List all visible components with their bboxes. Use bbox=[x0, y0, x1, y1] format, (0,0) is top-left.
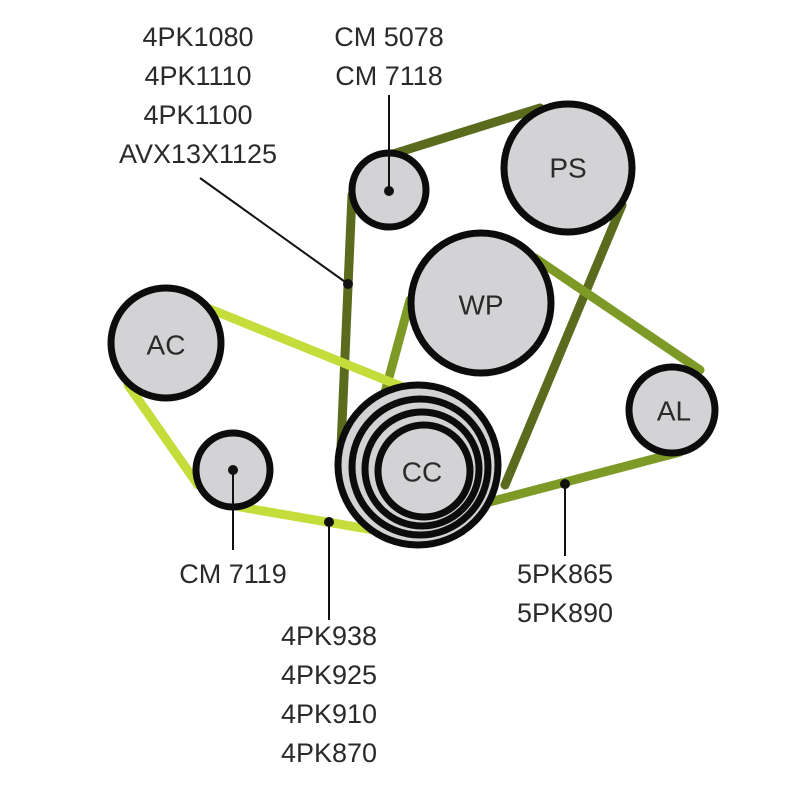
svg-text:AC: AC bbox=[147, 330, 186, 361]
belt-a bbox=[335, 103, 627, 490]
svg-text:4PK870: 4PK870 bbox=[281, 738, 377, 768]
svg-text:CC: CC bbox=[402, 457, 442, 488]
pulley-ps: PS bbox=[500, 100, 636, 236]
svg-text:CM 7119: CM 7119 bbox=[179, 559, 287, 589]
svg-text:AL: AL bbox=[657, 396, 691, 427]
svg-text:CM 5078: CM 5078 bbox=[334, 22, 444, 52]
leader-lines bbox=[199, 95, 570, 620]
svg-text:4PK1080: 4PK1080 bbox=[142, 22, 253, 52]
pulley-cc: CC bbox=[334, 381, 502, 549]
svg-text:4PK910: 4PK910 bbox=[281, 699, 377, 729]
belt-c bbox=[123, 300, 435, 537]
svg-text:CM 7118: CM 7118 bbox=[335, 61, 443, 91]
svg-text:4PK938: 4PK938 bbox=[281, 621, 377, 651]
svg-text:5PK890: 5PK890 bbox=[517, 598, 613, 628]
pulley-al: AL bbox=[625, 363, 719, 457]
label-idler-top: CM 5078 CM 7118 bbox=[334, 22, 444, 91]
svg-text:PS: PS bbox=[549, 153, 586, 184]
svg-text:5PK865: 5PK865 bbox=[517, 559, 613, 589]
label-belt-b: 5PK865 5PK890 bbox=[517, 559, 613, 628]
label-idler-bottom: CM 7119 bbox=[179, 559, 287, 589]
svg-text:4PK1100: 4PK1100 bbox=[143, 100, 252, 130]
svg-text:4PK1110: 4PK1110 bbox=[144, 61, 251, 91]
svg-text:4PK925: 4PK925 bbox=[281, 660, 377, 690]
label-belt-c: 4PK938 4PK925 4PK910 4PK870 bbox=[281, 621, 377, 768]
svg-text:AVX13X1125: AVX13X1125 bbox=[119, 139, 277, 169]
pulley-wp: WP bbox=[407, 229, 555, 377]
label-belt-a: 4PK1080 4PK1110 4PK1100 AVX13X1125 bbox=[119, 22, 277, 169]
svg-text:WP: WP bbox=[458, 290, 503, 321]
pulley-ac: AC bbox=[107, 284, 225, 402]
